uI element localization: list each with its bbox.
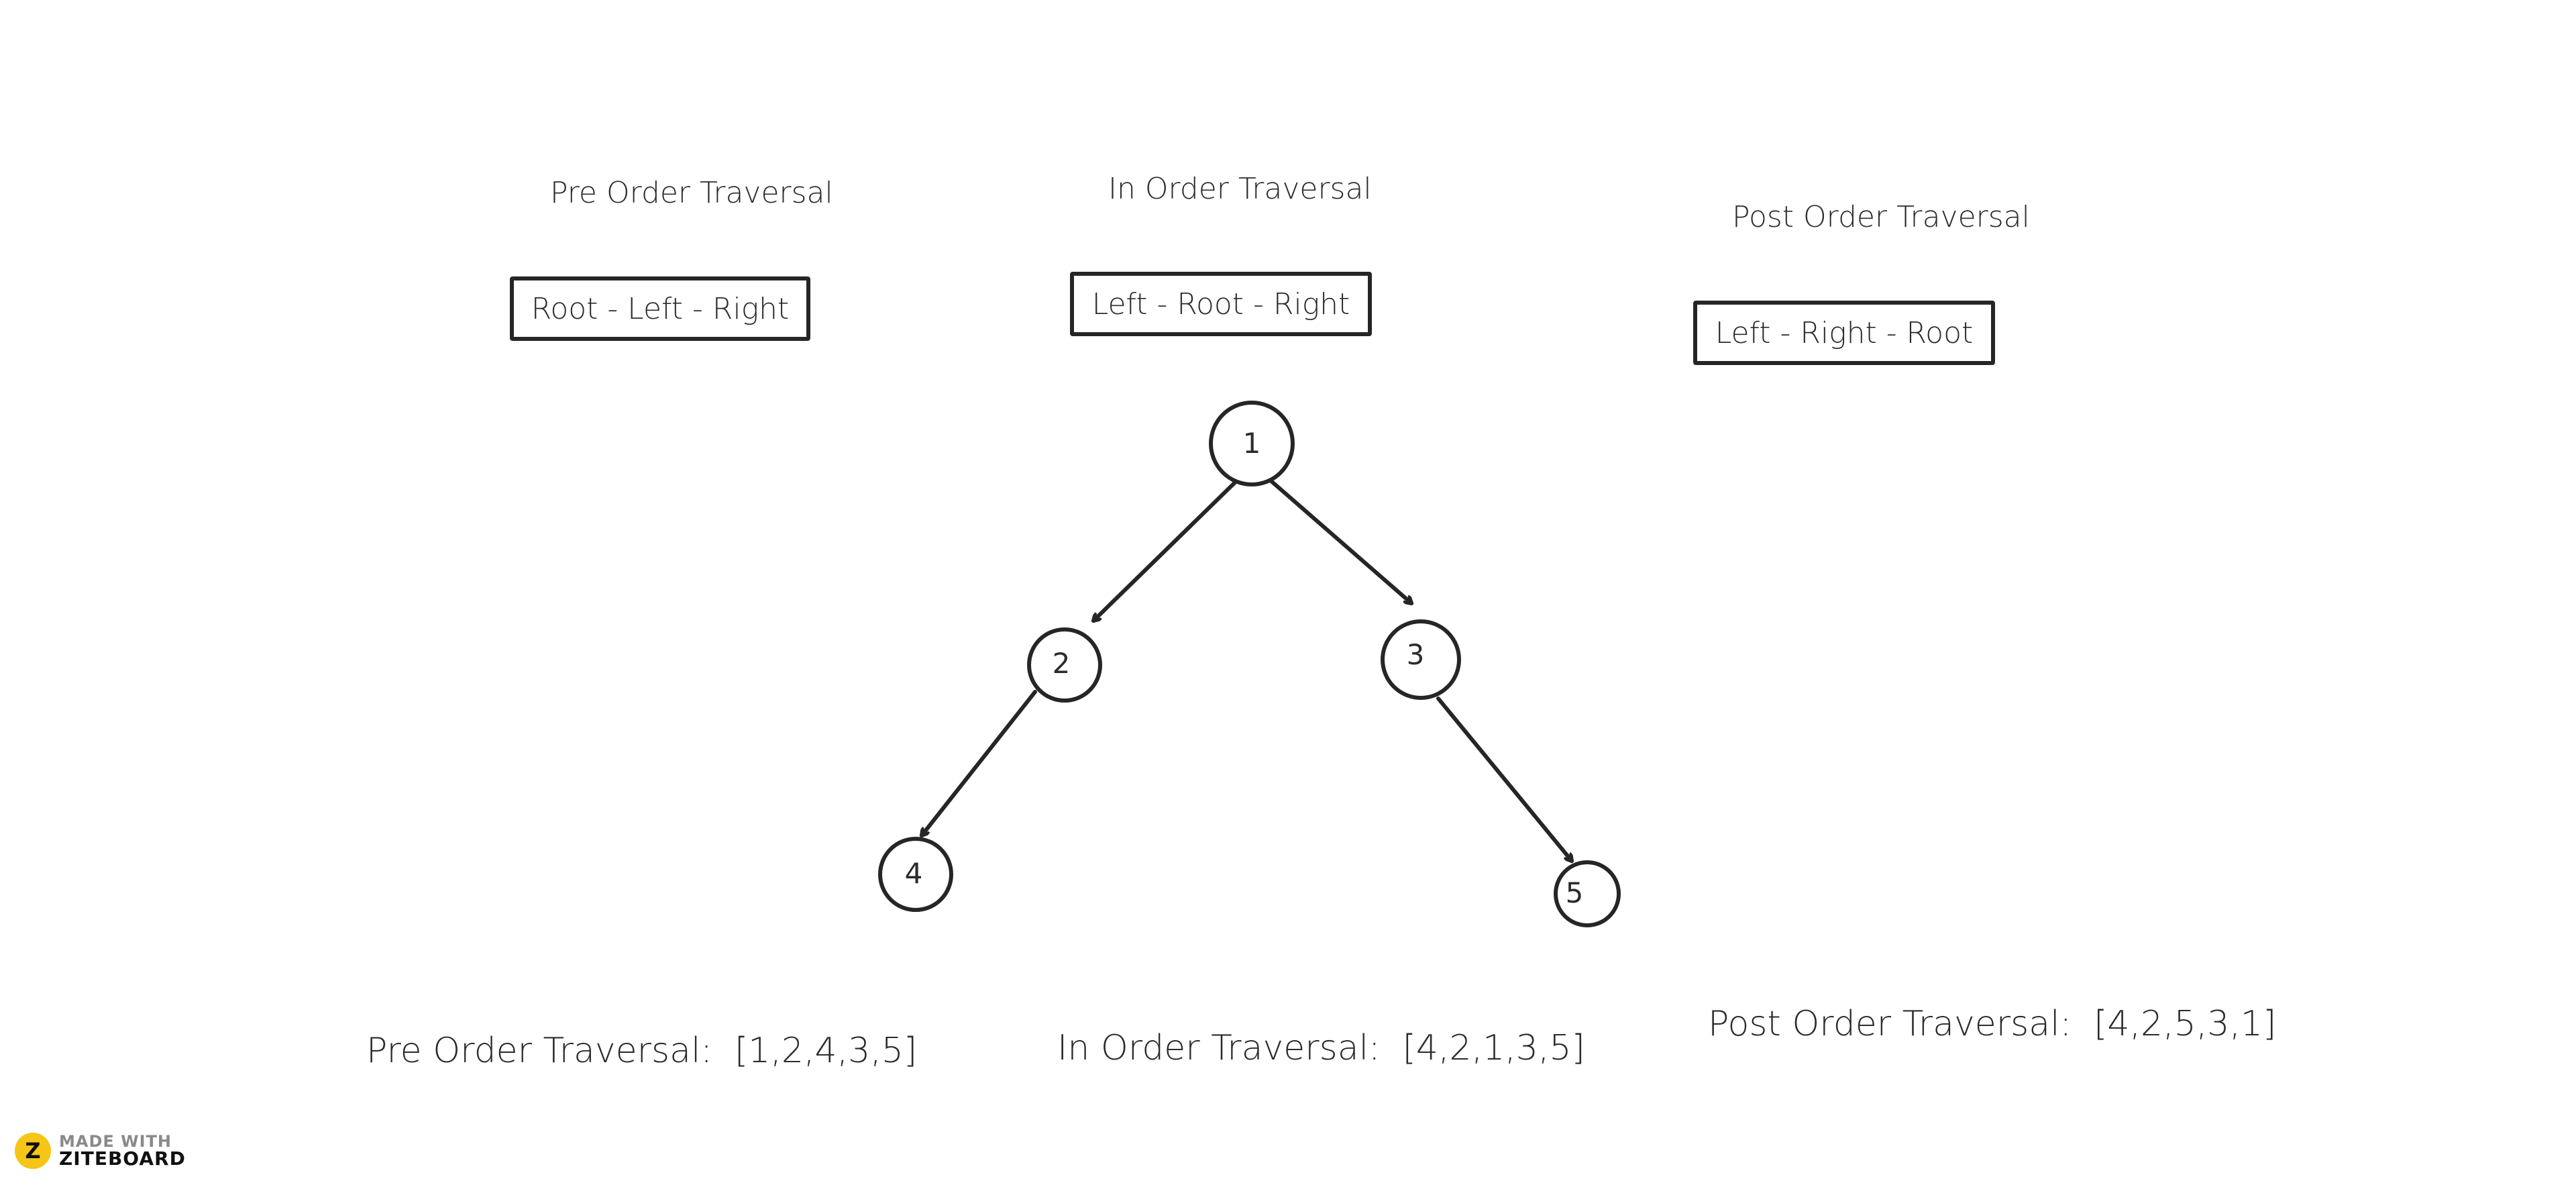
edge-1-to-3: [1269, 479, 1411, 603]
pre-order-result-label: Pre Order Traversal:: [366, 1031, 712, 1071]
in-order-result-value: [4,2,1,3,5]: [1402, 1028, 1585, 1068]
post-order-result: Post Order Traversal: [4,2,5,3,1]: [1708, 1004, 2276, 1044]
ziteboard-logo[interactable]: Z MADE WITH ZITEBOARD: [13, 1130, 195, 1172]
tree-node-3: 3: [1381, 619, 1461, 700]
post-order-result-label: Post Order Traversal:: [1708, 1004, 2072, 1044]
tree-node-5-label: 5: [1566, 876, 1584, 909]
tree-node-5: 5: [1554, 860, 1621, 927]
post-order-rule-box: Left - Right - Root: [1693, 301, 1995, 365]
in-order-rule: Left - Root - Right: [1091, 287, 1350, 321]
edge-2-to-4: [922, 690, 1037, 835]
edge-3-to-5: [1436, 697, 1572, 861]
ziteboard-logo-icon: Z: [15, 1133, 51, 1169]
edge-1-to-2: [1093, 479, 1238, 621]
tree-node-1: 1: [1209, 401, 1295, 486]
in-order-heading: In Order Traversal: [1108, 172, 1372, 206]
in-order-result: In Order Traversal: [4,2,1,3,5]: [1057, 1028, 1585, 1068]
pre-order-heading: Pre Order Traversal: [550, 176, 833, 210]
pre-order-rule-box: Root - Left - Right: [510, 276, 810, 341]
tree-node-1-label: 1: [1243, 427, 1261, 460]
in-order-result-label: In Order Traversal:: [1057, 1028, 1381, 1068]
tree-node-4-label: 4: [905, 857, 923, 890]
tree-node-2-label: 2: [1053, 647, 1071, 680]
pre-order-rule: Root - Left - Right: [531, 291, 790, 326]
logo-made-with-text: MADE WITH: [59, 1132, 172, 1151]
pre-order-result-value: [1,2,4,3,5]: [735, 1031, 918, 1071]
logo-brand-text: ZITEBOARD: [59, 1147, 186, 1170]
post-order-heading: Post Order Traversal: [1732, 200, 2030, 234]
tree-node-4: 4: [878, 837, 953, 912]
tree-node-2: 2: [1027, 627, 1102, 703]
in-order-rule-box: Left - Root - Right: [1070, 272, 1372, 336]
post-order-rule: Left - Right - Root: [1715, 315, 1974, 350]
pre-order-result: Pre Order Traversal: [1,2,4,3,5]: [366, 1031, 917, 1071]
post-order-result-value: [4,2,5,3,1]: [2094, 1004, 2277, 1044]
tree-node-3-label: 3: [1407, 638, 1425, 671]
ziteboard-logo-letter: Z: [25, 1138, 40, 1164]
